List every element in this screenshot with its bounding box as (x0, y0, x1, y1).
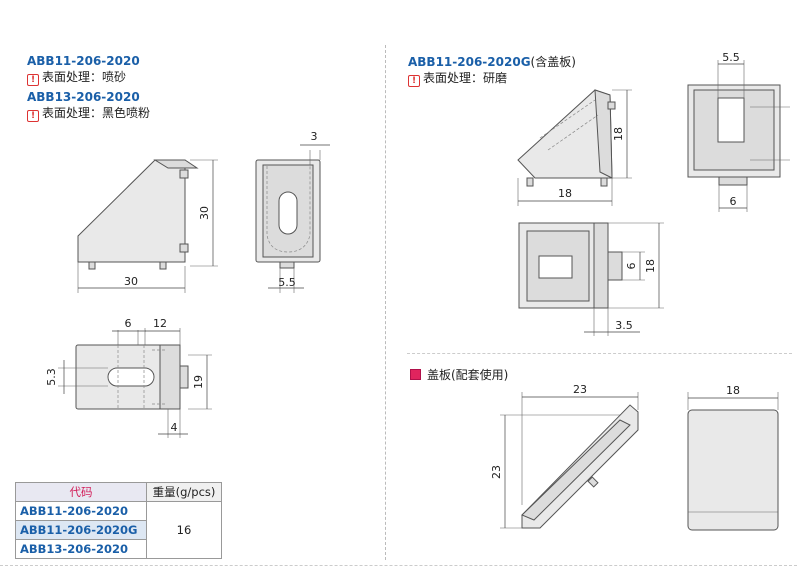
bullet-icon (410, 369, 421, 380)
surface-note-2: !表面处理：黑色喷粉 (27, 106, 150, 122)
dim-12: 12 (144, 317, 181, 345)
bracket-with-cover-iso (517, 89, 616, 187)
surface-note-1: !表面处理：喷砂 (27, 70, 126, 86)
warning-icon: ! (27, 74, 39, 86)
dim-label: 3 (311, 130, 318, 143)
horizontal-divider (407, 353, 792, 354)
table-header-row: 代码 重量(g/pcs) (15, 482, 222, 502)
bracket-side-view (255, 159, 321, 269)
dim-23-width: 23 (521, 383, 639, 505)
product-code-abb11g: ABB11-206-2020G(含盖板) (408, 55, 576, 69)
dim-5-3: 5.3 (45, 360, 108, 394)
bracket-iso-view (77, 159, 199, 270)
dim-5-5-right: 5.5 (717, 51, 745, 98)
surface-note-1-text: 表面处理：喷砂 (42, 70, 127, 84)
dim-6: 6 (112, 317, 146, 345)
surface-note-3: !表面处理：研磨 (408, 71, 507, 87)
dim-label: 30 (198, 206, 211, 220)
dim-4: 4 (158, 409, 188, 438)
dim-label: 18 (612, 127, 625, 141)
dim-5-5-left: 5.5 (268, 268, 304, 293)
dim-label: 5.3 (45, 368, 58, 386)
dim-label: 6 (125, 317, 132, 330)
weight-value: 16 (146, 501, 222, 559)
bracket-with-cover-side (687, 84, 781, 186)
dim-label: 30 (124, 275, 138, 288)
dim-label: 12 (153, 317, 167, 330)
bracket-with-cover-front (518, 222, 623, 309)
dim-30-height: 30 (190, 159, 218, 267)
row-code: ABB11-206-2020G (15, 520, 147, 540)
table-row: ABB11-206-2020 16 (15, 501, 222, 559)
dim-3-5: 3.5 (584, 308, 640, 336)
cover-plate-iso (521, 404, 639, 529)
dim-label: 3.5 (615, 319, 633, 332)
warning-icon: ! (27, 110, 39, 122)
dim-label: 23 (490, 465, 503, 479)
dim-3: 3 (300, 130, 330, 165)
dim-6-right-top: 6 (718, 185, 748, 212)
dim-23-height: 23 (490, 414, 620, 529)
dim-label: 18 (726, 384, 740, 397)
dim-6-right-mid: 6 (622, 251, 645, 281)
dim-label: 18 (558, 187, 572, 200)
product-code-abb13: ABB13-206-2020 (27, 90, 140, 104)
spec-table: 代码 重量(g/pcs) ABB11-206-2020 16 ABB11-206… (15, 482, 222, 559)
dim-label: 5.5 (722, 51, 740, 64)
product-code-abb11g-text: ABB11-206-2020G (408, 55, 531, 69)
dim-label: 18 (644, 259, 657, 273)
dim-label: 4 (171, 421, 178, 434)
dim-label: 6 (625, 263, 638, 270)
product-code-suffix: (含盖板) (530, 55, 576, 69)
column-divider (385, 45, 386, 560)
dim-18-vert: 18 (612, 89, 632, 179)
dim-18-cover: 18 (687, 384, 779, 410)
cover-plate-title: 盖板(配套使用) (410, 368, 508, 382)
product-code-abb11: ABB11-206-2020 (27, 54, 140, 68)
dim-18-horiz: 18 (517, 178, 613, 206)
surface-note-3-text: 表面处理：研磨 (423, 71, 508, 85)
dim-30-width: 30 (77, 262, 186, 293)
header-weight: 重量(g/pcs) (146, 482, 222, 502)
row-code: ABB13-206-2020 (15, 539, 147, 559)
bracket-top-view (75, 344, 189, 410)
dim-label: 19 (192, 375, 205, 389)
cover-plate-title-text: 盖板(配套使用) (427, 368, 509, 382)
table-row: ABB13-206-2020 (15, 539, 222, 559)
surface-note-2-text: 表面处理：黑色喷粉 (42, 106, 151, 120)
dim-label: 6 (730, 195, 737, 208)
warning-icon: ! (408, 75, 420, 87)
dim-label: 23 (573, 383, 587, 396)
cover-plate-front (687, 409, 779, 531)
row-code: ABB11-206-2020 (15, 501, 147, 521)
table-row: ABB11-206-2020G (15, 520, 222, 540)
dim-18-right-mid: 18 (608, 222, 664, 309)
bottom-dashed-line (0, 565, 797, 566)
dim-19: 19 (188, 354, 212, 410)
dim-label: 5.5 (278, 276, 296, 289)
header-code: 代码 (15, 482, 147, 502)
